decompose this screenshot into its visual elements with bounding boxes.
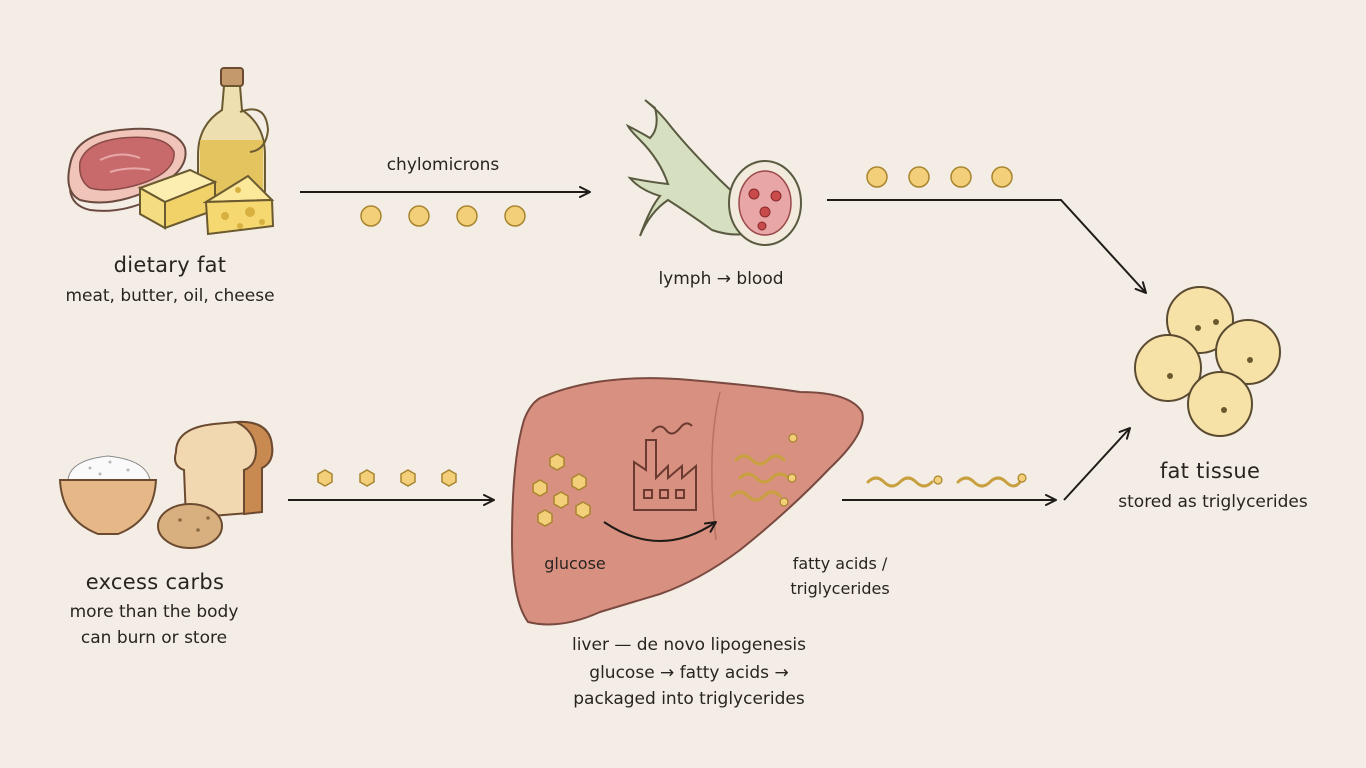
rice-bowl-icon [58, 455, 158, 535]
fat-tissue-subtitle: stored as triglycerides [1118, 492, 1308, 512]
excess-carbs-title: excess carbs [85, 570, 225, 594]
fatty-acids-label-line2: triglycerides [790, 579, 890, 598]
blood-fat-particles [866, 166, 1013, 188]
vessel-label: lymph → blood [658, 269, 784, 289]
chylomicrons-label: chylomicrons [386, 155, 500, 175]
excess-carbs-subtitle-line1: more than the body [69, 602, 239, 622]
blood-to-fat-tissue-arrow [827, 199, 1147, 294]
excess-carbs-illustration [58, 420, 274, 549]
chylomicron-particles [360, 205, 526, 227]
dietary-fat-illustration [67, 67, 275, 236]
dietary-fat-title: dietary fat [113, 253, 227, 277]
fat-cells-icon [1134, 286, 1281, 437]
liver-icon [510, 377, 864, 626]
fatty-acid-particles [866, 476, 1022, 488]
cheese-icon [202, 174, 275, 236]
excess-carbs-subtitle-line2: can burn or store [80, 628, 228, 648]
liver-caption-line2: packaged into triglycerides [573, 689, 805, 709]
lymph-vessel-icon [625, 99, 802, 246]
glucose-particles-incoming [317, 469, 457, 487]
glucose-label: glucose [544, 554, 606, 573]
liver-to-fat-tissue-arrow [1063, 427, 1131, 501]
liver-caption-title: liver — de novo lipogenesis [571, 635, 806, 655]
liver-caption-line1: glucose → fatty acids → [589, 663, 789, 683]
bread-icon [174, 420, 274, 520]
potato-icon [157, 503, 223, 549]
steak-icon [67, 127, 187, 212]
dietary-fat-subtitle: meat, butter, oil, cheese [65, 286, 275, 306]
fat-tissue-title: fat tissue [1159, 459, 1261, 483]
factory-icon [633, 422, 697, 511]
fatty-acids-label-line1: fatty acids / [792, 554, 888, 573]
